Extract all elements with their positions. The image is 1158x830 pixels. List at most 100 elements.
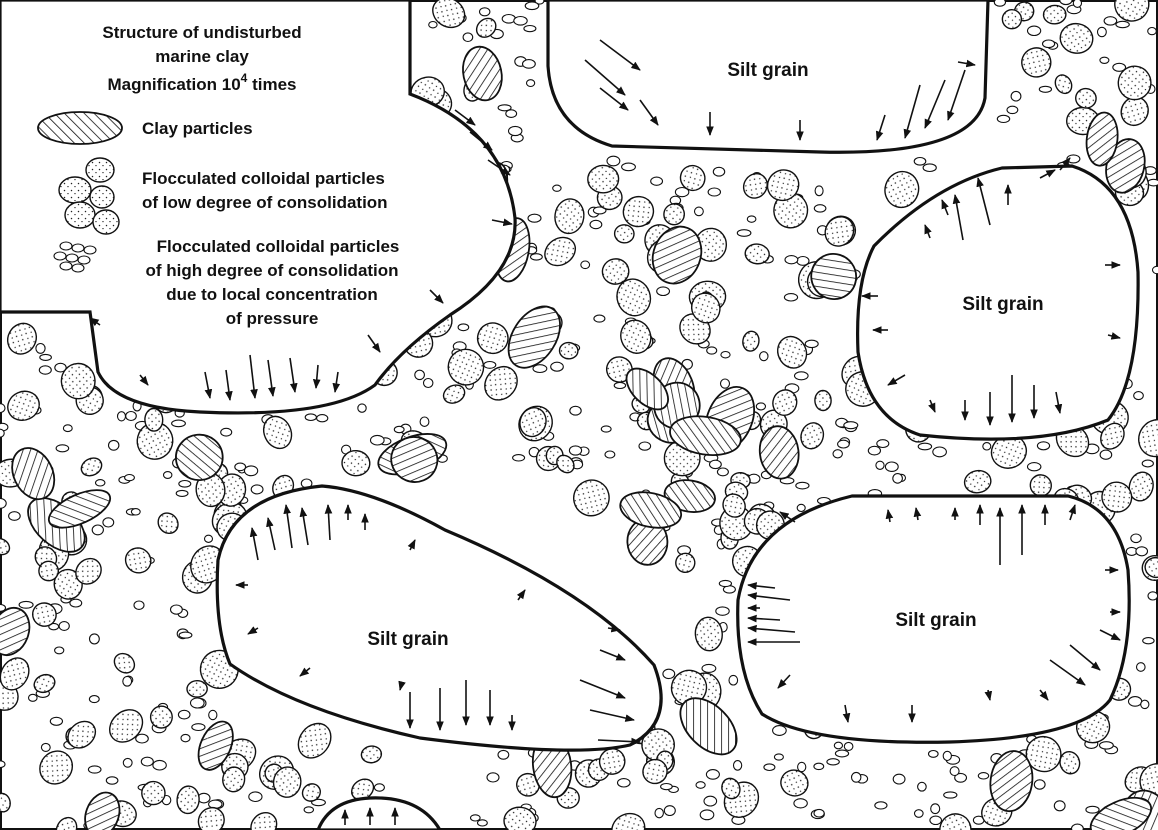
floc-particle: [1132, 413, 1158, 464]
small-floc-particle: [1129, 697, 1142, 707]
small-floc-particle: [1054, 801, 1065, 811]
small-floc-particle: [172, 420, 186, 427]
small-floc-particle: [55, 647, 64, 654]
small-floc-particle: [29, 694, 38, 701]
small-floc-particle: [931, 804, 940, 814]
small-floc-particle: [164, 472, 172, 479]
legend-title-line-1: Structure of undisturbed: [102, 23, 301, 42]
legend-high-line-4: of pressure: [226, 309, 319, 328]
small-floc-particle: [868, 446, 880, 455]
small-floc-particle: [814, 809, 824, 817]
small-floc-particle: [601, 426, 611, 432]
small-floc-particle: [713, 167, 724, 176]
small-floc-particle: [1148, 179, 1158, 186]
small-floc-particle: [708, 188, 720, 196]
small-floc-particle: [371, 435, 385, 445]
small-floc-particle: [1143, 638, 1154, 644]
small-floc-particle: [429, 22, 437, 28]
small-floc-particle: [0, 429, 4, 437]
small-floc-particle: [126, 412, 137, 421]
small-floc-particle: [639, 442, 651, 450]
floc-particle: [607, 808, 650, 830]
small-floc-particle: [844, 742, 853, 750]
floc-particle: [1043, 5, 1066, 25]
small-floc-particle: [50, 717, 62, 725]
small-floc-particle: [702, 664, 716, 672]
small-floc-particle: [695, 207, 704, 216]
floc-particle: [741, 330, 760, 352]
small-floc-particle: [0, 404, 5, 413]
floc-particle: [443, 344, 489, 390]
small-floc-particle: [760, 352, 768, 361]
floc-particle: [472, 318, 513, 359]
floc-particle: [145, 408, 164, 431]
small-floc-particle: [838, 440, 850, 448]
legend-low-line-2: of low degree of consolidation: [142, 193, 388, 212]
floc-particle: [1111, 0, 1152, 24]
small-floc-particle: [1073, 0, 1081, 7]
small-floc-particle: [983, 443, 991, 450]
small-floc-particle: [524, 26, 536, 32]
small-floc-particle: [305, 414, 316, 421]
floc-particle: [773, 332, 812, 373]
small-floc-particle: [1007, 106, 1018, 113]
small-floc-particle: [994, 0, 1005, 6]
small-floc-particle: [622, 163, 636, 171]
floc-particle: [31, 672, 57, 696]
small-floc-particle: [1011, 91, 1021, 101]
small-floc-particle: [1148, 592, 1158, 600]
floc-particle: [154, 509, 182, 537]
small-floc-particle: [1137, 663, 1146, 672]
small-floc-particle: [590, 220, 602, 228]
small-floc-particle: [141, 757, 153, 766]
small-floc-particle: [833, 450, 842, 458]
floc-particle: [963, 468, 993, 495]
small-floc-particle: [531, 254, 543, 260]
small-floc-particle: [471, 815, 481, 821]
small-floc-particle: [707, 347, 717, 354]
small-floc-particle: [123, 677, 132, 687]
small-floc-particle: [797, 504, 805, 511]
small-floc-particle: [852, 772, 861, 782]
floc-particle: [613, 223, 635, 244]
small-floc-particle: [814, 205, 826, 212]
small-floc-particle: [106, 777, 118, 784]
small-floc-particle: [1037, 442, 1049, 450]
small-floc-particle: [394, 426, 404, 432]
floc-particle: [539, 232, 580, 272]
small-floc-particle: [191, 698, 205, 708]
small-floc-particle: [209, 710, 217, 719]
small-floc-particle: [176, 490, 188, 496]
small-floc-particle: [463, 33, 473, 42]
small-floc-particle: [943, 751, 951, 760]
small-floc-particle: [663, 669, 675, 678]
clay-particle: [4, 441, 62, 506]
floc-particle: [78, 455, 105, 480]
small-floc-particle: [178, 710, 190, 719]
small-floc-particle: [1100, 450, 1112, 459]
grain-label-right: Silt grain: [962, 294, 1043, 315]
floc-particle: [672, 550, 698, 576]
clay-particle: [802, 245, 865, 308]
small-floc-particle: [729, 675, 738, 685]
small-floc-particle: [614, 383, 625, 389]
small-floc-particle: [796, 482, 809, 489]
small-floc-particle: [1131, 534, 1141, 543]
small-floc-particle: [978, 773, 988, 779]
small-floc-particle: [506, 110, 517, 118]
small-floc-particle: [914, 158, 926, 166]
floc-particle: [187, 681, 207, 698]
small-floc-particle: [249, 792, 262, 802]
small-floc-particle: [0, 761, 5, 768]
small-floc-particle: [706, 770, 719, 780]
small-floc-particle: [358, 404, 366, 412]
floc-particle: [1075, 88, 1097, 109]
legend-high-line-1: Flocculated colloidal particles: [157, 237, 400, 256]
floc-particle: [3, 386, 44, 425]
small-floc-particle: [63, 425, 72, 432]
floc-particle: [1058, 21, 1095, 56]
small-floc-particle: [774, 754, 783, 760]
small-floc-particle: [1100, 742, 1114, 749]
small-floc-particle: [509, 126, 522, 135]
small-floc-particle: [997, 115, 1009, 122]
